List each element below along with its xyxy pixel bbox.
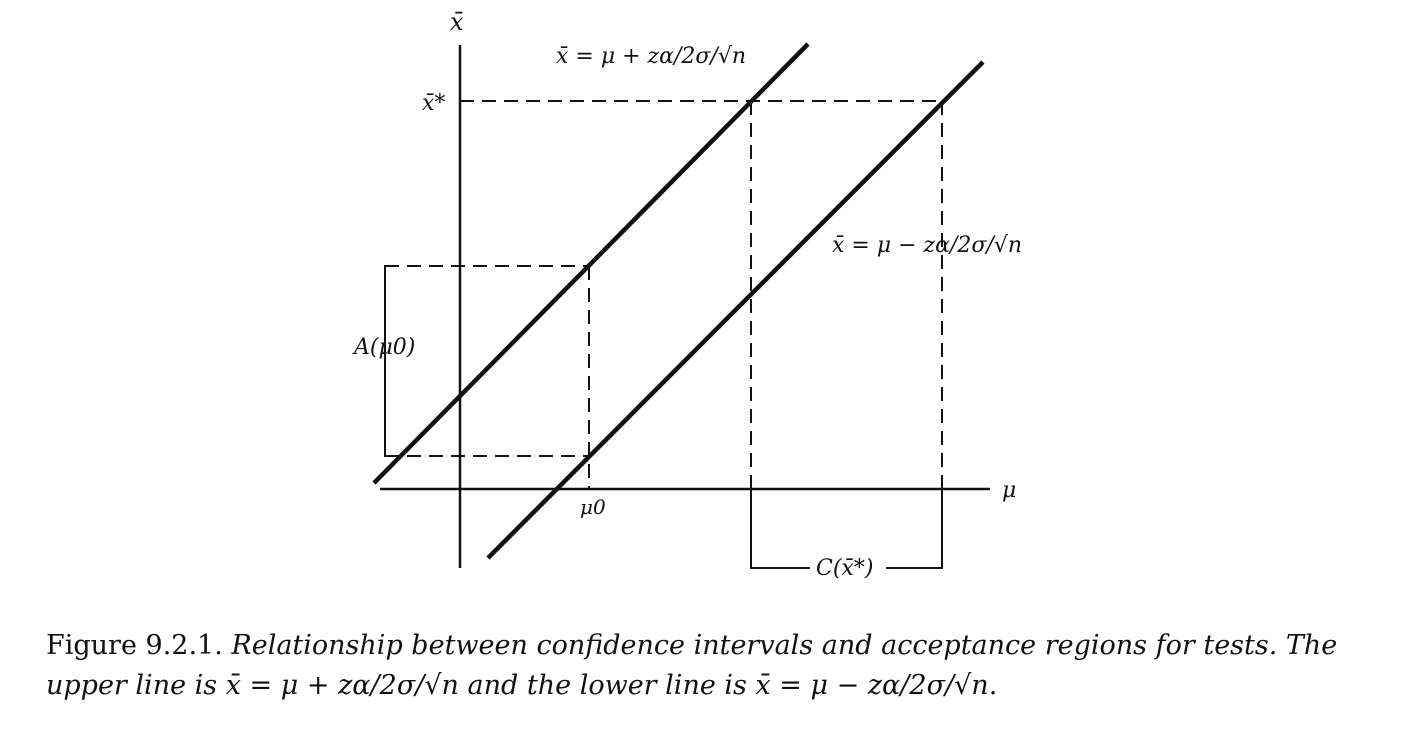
lower-line-label: x̄ = μ − zα/2σ/√n [832,233,1022,258]
caption-prefix: Figure 9.2.1. [46,630,223,661]
mu0-label: μ0 [580,495,606,519]
caption-eq-lower: x̄ = μ − zα/2σ/√n [755,670,989,701]
confidence-interval-label: C(x̄*) [816,556,873,581]
caption-eq-upper: x̄ = μ + zα/2σ/√n [225,670,459,701]
upper-line [372,42,810,485]
caption-text-2: and the lower line is [467,670,747,701]
xbar-axis-label: x̄ [450,8,464,36]
confidence-interval-bracket [750,489,810,569]
upper-line-label: x̄ = μ + zα/2σ/√n [556,44,746,69]
figure-caption: Figure 9.2.1. Relationship between confi… [46,630,1338,701]
mu-axis-label: μ [1002,478,1016,503]
caption-text-1: Relationship between confidence interval… [46,630,1338,701]
mu0-guides [385,265,590,489]
lower-line [486,60,985,560]
xstar-guides [460,100,943,489]
acceptance-region-label: A(μ0) [352,335,415,360]
confidence-interval-diagram: x̄ μ x̄* μ0 A(μ0) C(x̄*) x̄ = μ + zα/2σ/… [352,8,1022,581]
acceptance-region-bracket [384,265,395,457]
xstar-label: x̄* [422,91,445,116]
